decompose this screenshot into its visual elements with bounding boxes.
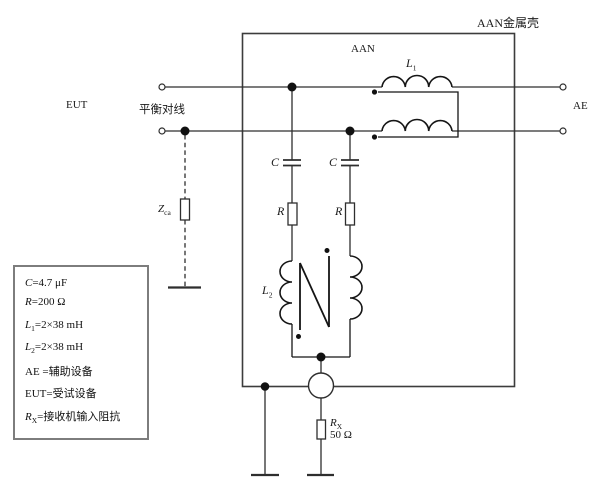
- legend-item-ae: AE =辅助设备: [25, 366, 93, 378]
- ae-label: AE: [573, 100, 588, 112]
- resistor-rx: [316, 398, 327, 475]
- l2-label: L2: [262, 283, 273, 300]
- junction-dots: [180, 82, 355, 391]
- aan-label: AAN: [351, 43, 375, 55]
- rx-label: RX: [330, 417, 343, 432]
- aan-shell-label: AAN金属壳: [477, 16, 539, 30]
- balanced-pair-label: 平衡对线: [139, 104, 185, 116]
- c-right-label: C: [329, 155, 338, 169]
- capacitor-c-right: [341, 131, 359, 203]
- l1-label: L1: [406, 56, 417, 73]
- l2-polarity-dots: [296, 248, 330, 339]
- l1-polarity-dots: [371, 89, 378, 140]
- inductor-l1: [378, 74, 459, 138]
- legend-item-l1: L1=2×38 mH: [25, 319, 84, 334]
- legend-item-c: C=4.7 μF: [25, 277, 68, 289]
- terminal-ae-bottom: [559, 127, 567, 135]
- resistor-r-left: [287, 202, 298, 261]
- legend-item-rx: RX=接收机输入阻抗: [25, 411, 121, 426]
- legend-item-eut: EUT=受试设备: [25, 388, 97, 400]
- capacitor-c-left: [283, 87, 301, 203]
- legend-box: C=4.7 μF R=200 Ω L1=2×38 mH L2=2×38 mH A…: [13, 265, 149, 440]
- terminal-eut-top: [158, 83, 166, 91]
- z-label: Zca: [158, 203, 171, 218]
- legend-item-r: R=200 Ω: [25, 296, 66, 308]
- transformer-l2: [279, 255, 363, 358]
- measuring-port-circle: [307, 357, 335, 399]
- ground-left: [251, 386, 279, 477]
- r-left-label: R: [277, 204, 285, 218]
- terminal-ae-top: [559, 83, 567, 91]
- resistor-r-right: [344, 202, 356, 256]
- l1-label-base: L: [406, 56, 413, 70]
- impedance-z: [168, 135, 201, 289]
- terminal-eut-bottom: [158, 127, 166, 135]
- rx-value-label: 50 Ω: [330, 429, 352, 441]
- aan-enclosure-box: [241, 32, 516, 388]
- terminals: [158, 83, 567, 135]
- r-right-label: R: [335, 204, 343, 218]
- c-left-label: C: [271, 155, 280, 169]
- eut-label: EUT: [66, 99, 88, 111]
- l1-label-sub: 1: [412, 63, 417, 73]
- legend-item-l2: L2=2×38 mH: [25, 341, 84, 356]
